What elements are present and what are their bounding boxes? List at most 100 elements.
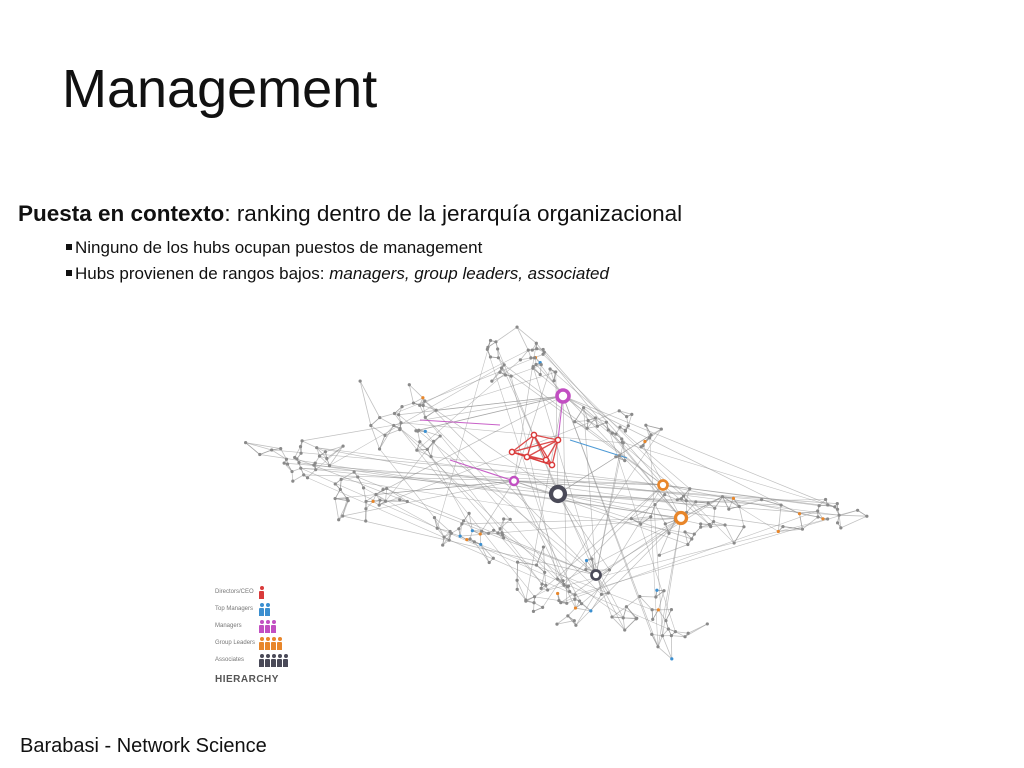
network-node — [732, 541, 736, 545]
network-node — [630, 412, 634, 416]
person-icon — [265, 653, 270, 667]
network-edge — [271, 449, 287, 460]
network-edge — [385, 441, 434, 502]
network-node — [705, 622, 709, 626]
network-node — [305, 476, 310, 480]
network-node — [313, 461, 317, 465]
network-node — [508, 517, 512, 521]
network-node — [684, 499, 688, 503]
network-edge — [370, 425, 380, 450]
network-edge — [424, 400, 597, 576]
network-edge — [436, 527, 445, 538]
network-node — [607, 568, 612, 572]
network-edge — [738, 506, 745, 527]
network-node — [392, 423, 396, 428]
hub-node — [508, 475, 520, 487]
network-edge-directors — [511, 439, 559, 453]
network-node — [244, 441, 248, 445]
person-icon — [259, 653, 264, 667]
network-edge — [839, 514, 867, 517]
network-edge — [498, 357, 597, 576]
network-node — [364, 519, 368, 523]
network-edge — [316, 447, 559, 495]
network-edge — [430, 456, 543, 585]
network-edge — [513, 368, 551, 482]
network-node — [534, 563, 539, 567]
network-node — [486, 531, 491, 535]
director-node — [542, 456, 550, 464]
network-node — [586, 418, 590, 423]
network-node — [432, 515, 437, 520]
network-node — [664, 619, 668, 623]
network-node — [731, 496, 736, 500]
network-edge — [497, 348, 559, 495]
network-node — [541, 352, 545, 356]
network-edge — [675, 631, 689, 634]
network-edge — [657, 646, 673, 660]
network-node — [293, 455, 297, 460]
legend-figures — [259, 636, 282, 650]
network-edge — [575, 607, 591, 612]
network-node — [480, 529, 484, 533]
legend-label: Managers — [215, 623, 242, 629]
network-node — [559, 601, 563, 605]
network-node — [650, 608, 654, 612]
network-node — [460, 522, 464, 526]
network-edge — [416, 359, 521, 451]
network-node — [626, 424, 630, 428]
network-edge — [516, 580, 527, 601]
bullet-text: Ninguno de los hubs ocupan puestos de ma… — [75, 238, 483, 257]
network-edge — [435, 409, 559, 495]
network-node — [541, 605, 545, 609]
network-edge — [619, 410, 632, 415]
network-edge — [501, 532, 624, 619]
square-bullet-icon — [66, 269, 72, 276]
network-edge — [417, 431, 421, 442]
network-node — [686, 542, 690, 547]
director-node — [548, 461, 556, 469]
slide-title: Management — [62, 59, 378, 119]
network-node — [441, 543, 445, 547]
network-node — [659, 427, 663, 431]
person-icon — [271, 636, 276, 650]
network-node — [797, 512, 802, 516]
footer-credit: Barabasi - Network Science — [20, 735, 267, 757]
network-node — [374, 492, 378, 497]
network-node — [621, 616, 625, 620]
network-edge — [342, 498, 348, 517]
network-node — [566, 614, 570, 618]
network-edge — [307, 469, 316, 479]
legend-figures — [259, 619, 276, 633]
network-node — [398, 427, 402, 432]
network-edge — [728, 498, 734, 510]
network-edge — [534, 596, 559, 601]
legend-row-managers: Managers — [215, 618, 276, 634]
network-node — [539, 362, 543, 367]
network-edge — [595, 442, 624, 576]
network-node — [641, 444, 645, 448]
network-edge — [283, 462, 293, 472]
network-node — [530, 348, 534, 352]
network-node — [364, 499, 368, 504]
network-edge — [434, 517, 445, 538]
network-node — [675, 498, 679, 502]
network-node — [488, 355, 493, 359]
network-edge — [513, 480, 715, 509]
network-edge — [442, 533, 452, 546]
network-edge-managers — [419, 419, 501, 426]
network-node — [694, 500, 698, 504]
network-node — [397, 413, 401, 417]
network-node — [509, 374, 513, 378]
network-edge — [329, 364, 505, 466]
network-edge-directors — [526, 439, 559, 458]
network-node — [398, 498, 402, 502]
network-node — [817, 504, 821, 508]
network-node — [699, 525, 703, 529]
network-edge — [802, 516, 819, 530]
bullet-text: Hubs provienen de rangos bajos: — [75, 264, 330, 283]
network-edge — [724, 524, 744, 528]
hub-node — [548, 484, 568, 504]
network-edge — [385, 488, 388, 502]
network-edge — [575, 484, 664, 626]
legend-figures — [259, 585, 264, 599]
